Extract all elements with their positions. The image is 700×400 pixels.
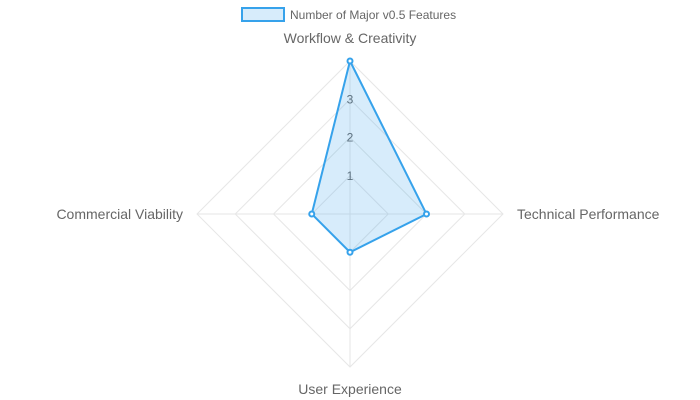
data-point-3	[346, 248, 354, 256]
tick-label-2: 2	[347, 131, 354, 145]
axis-label-commercial: Commercial Viability	[56, 206, 183, 222]
axis-label-user-experience: User Experience	[298, 381, 402, 397]
legend-label: Number of Major v0.5 Features	[290, 8, 456, 22]
tick-label-1: 1	[347, 169, 354, 183]
radar-series	[308, 57, 430, 256]
radar-ticks: 1 2 3	[347, 92, 354, 183]
legend[interactable]: Number of Major v0.5 Features	[241, 7, 456, 22]
data-point-1	[346, 57, 354, 65]
data-point-2	[423, 210, 430, 218]
axis-label-technical: Technical Performance	[517, 206, 660, 222]
tick-label-3: 3	[347, 92, 354, 106]
axis-label-workflow: Workflow & Creativity	[284, 30, 417, 46]
legend-swatch	[241, 7, 285, 22]
series-area	[310, 58, 428, 254]
data-point-4	[308, 210, 316, 218]
